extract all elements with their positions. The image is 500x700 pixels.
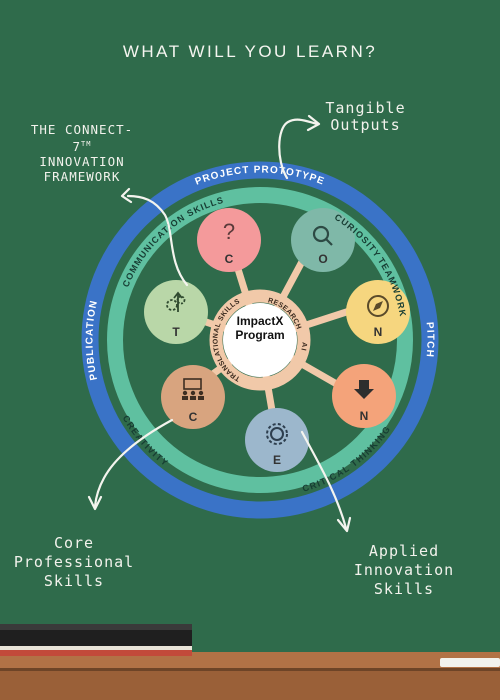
node-letter: C [189,410,198,424]
arrow-framework-head [120,187,133,204]
node-letter: T [172,325,180,339]
question-icon: ? [223,219,235,244]
node-c-collaboration: C [161,365,225,429]
node-letter: E [273,453,281,467]
node-letter: C [225,252,234,266]
hub-label-line2: Program [235,328,285,342]
arrow-core-skills [93,418,174,508]
node-letter: N [360,409,369,423]
applied-skills-line2: Innovation [353,561,455,579]
hub-label-line1: ImpactX [236,314,284,328]
chalk-stick [440,658,500,667]
hub-circle [223,303,297,377]
down-arrow-icon [354,380,374,399]
node-t-technology: T [144,280,208,344]
core-skills-label: Core Professional Skills [8,534,140,591]
applied-skills-line3: Skills [373,580,435,598]
trademark-symbol: TM [81,140,92,148]
arrow-framework [126,194,189,287]
framework-label-line2: 7TM [72,139,92,155]
framework-label: THE CONNECT- 7TM INNOVATION FRAMEWORK [26,122,138,184]
applied-skills-label: Applied Innovation Skills [348,542,460,599]
outer-ring-left-label: PUBLICATION [84,299,100,381]
arrow-applied-skills [300,430,348,530]
page-title: WHAT WILL YOU LEARN? [122,42,378,61]
tangible-outputs-line1: Tangible [325,99,406,117]
arrow-core-skills-head [87,495,103,511]
framework-label-line3: INNOVATION [39,154,125,170]
node-letter: N [374,325,383,339]
gear-icon [266,423,288,445]
inner-ring [209,289,311,391]
node-o-observation: O [291,208,355,272]
tangible-outputs-line2: Outputs [330,116,401,134]
chalk-ledge [0,624,500,700]
compass-icon [367,295,389,317]
node-letter: O [318,252,327,266]
outer-ring [81,161,439,519]
inner-ring-right-label: AI [299,342,307,353]
applied-skills-line1: Applied [368,542,440,560]
node-n-next: N [332,364,396,428]
outer-ring-right-label: PITCH [424,322,436,359]
magnifier-icon [312,225,333,246]
core-skills-line1: Core [53,534,95,552]
framework-label-line1: THE CONNECT- [30,122,134,137]
arrow-tangible-outputs [278,118,319,180]
gears-arrow-icon [166,291,186,312]
node-n-navigation: N [346,280,410,344]
core-skills-line2: Professional [13,553,135,571]
arrow-applied-skills-head [336,516,352,533]
hub-label: ImpactX Program [230,314,290,342]
middle-ring [107,187,413,493]
framework-label-line4: FRAMEWORK [43,169,121,185]
tangible-outputs-label: Tangible Outputs [318,100,413,134]
node-e-engineering: E [245,408,309,472]
ledge-front [0,668,500,700]
arrow-tangible-outputs-head [306,114,321,132]
node-c-curiosity: ? C [197,208,261,272]
presentation-icon [182,378,204,400]
eraser [0,624,192,656]
core-skills-line3: Skills [43,572,105,590]
